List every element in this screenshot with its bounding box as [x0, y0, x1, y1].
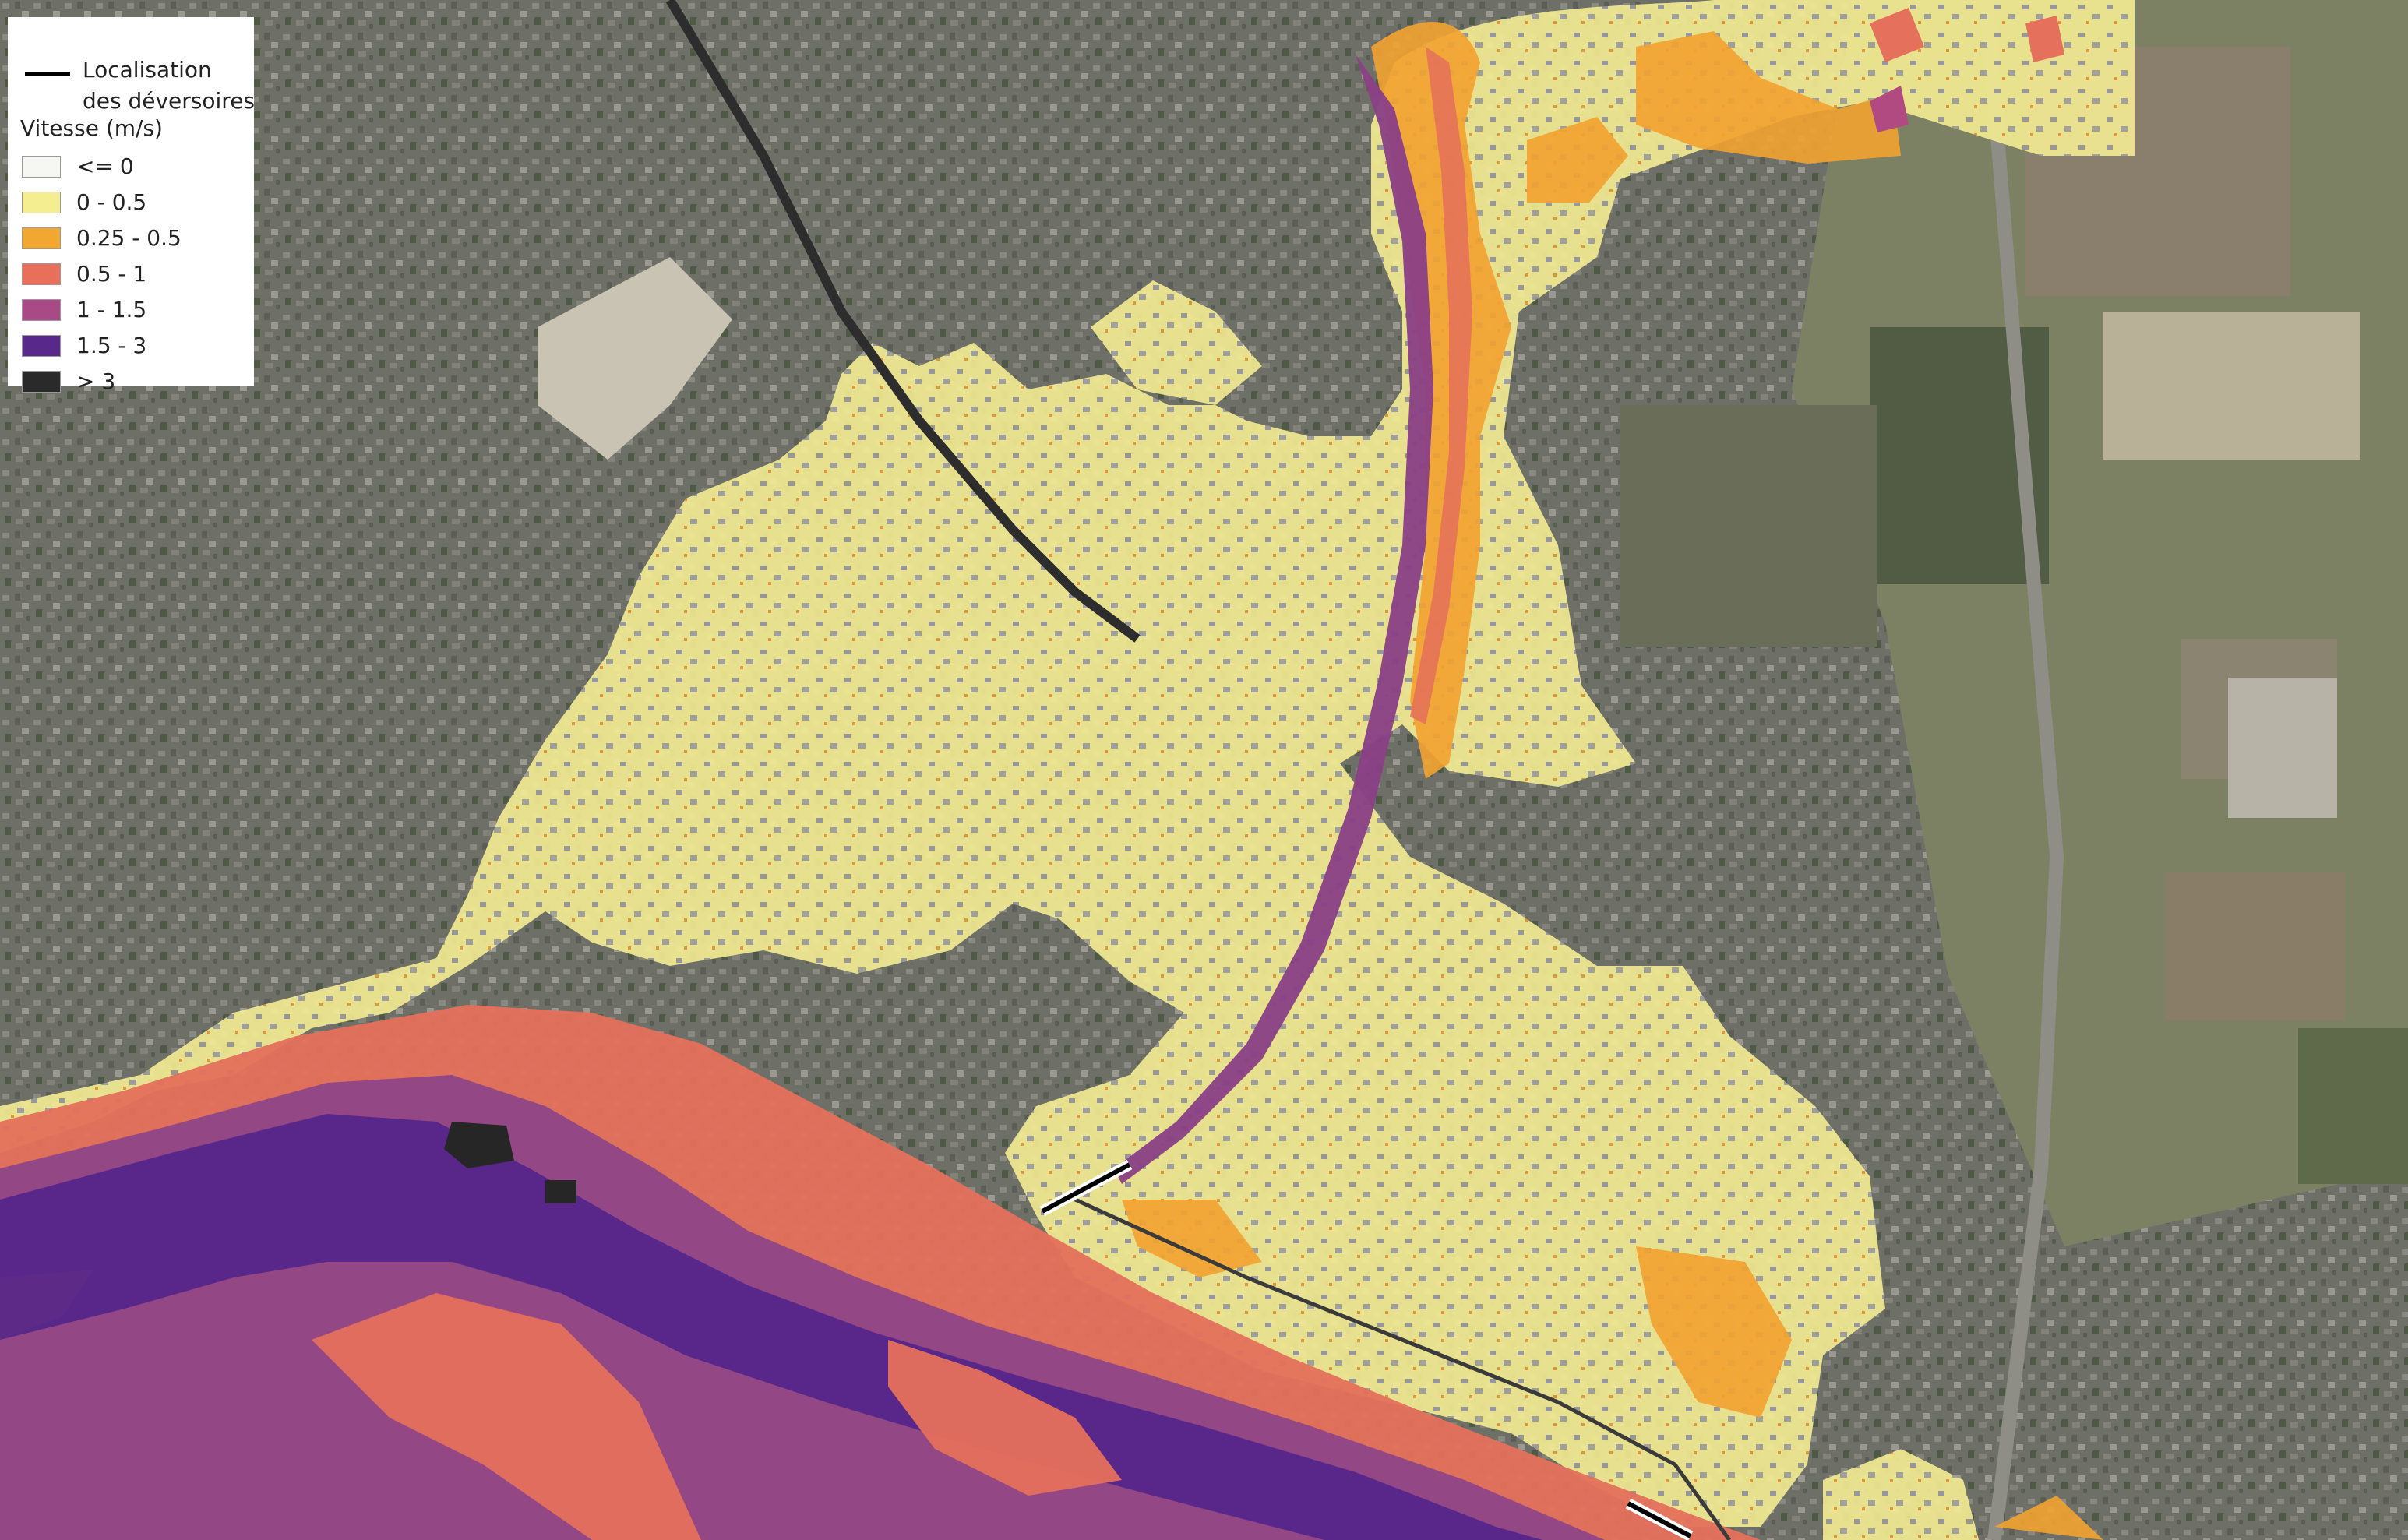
legend-class-label: > 3 [76, 368, 116, 394]
weir-line-symbol [25, 72, 70, 76]
legend-class: > 3 [20, 365, 254, 400]
railway-line [665, 0, 1141, 643]
legend-class: 0.5 - 1 [20, 257, 254, 293]
legend-class-label: <= 0 [76, 153, 134, 179]
legend-swatch [22, 371, 61, 393]
legend-class-label: 1.5 - 3 [76, 333, 147, 358]
legend-class-label: 1 - 1.5 [76, 297, 147, 322]
legend-weir-entry: Localisation des déversoires [20, 37, 255, 114]
legend-swatch [22, 335, 61, 357]
legend-swatch [22, 156, 61, 178]
legend-class: 0 - 0.5 [20, 185, 254, 221]
weir-legend-label: Localisation des déversoires [83, 55, 262, 117]
weir-label-line1: Localisation [83, 57, 212, 83]
farmland [1620, 0, 2408, 1246]
legend-swatch [22, 192, 61, 213]
legend-class-label: 0 - 0.5 [76, 189, 147, 215]
legend-swatch [22, 227, 61, 249]
weir-label-line2: des déversoires [83, 88, 256, 114]
weir-locations [1039, 1159, 1694, 1540]
legend-class: 0.25 - 0.5 [20, 221, 254, 257]
legend-swatch [22, 299, 61, 321]
legend-class: <= 0 [20, 150, 254, 185]
legend-swatch [22, 263, 61, 285]
road-embankment [1074, 1197, 1732, 1540]
legend-class-label: 0.25 - 0.5 [76, 225, 182, 251]
legend-class: 1.5 - 3 [20, 329, 254, 365]
river-loire [0, 1005, 1761, 1540]
legend-classes: <= 0 0 - 0.5 0.25 - 0.5 0.5 - 1 1 - 1.5 1.5 -… [20, 150, 254, 400]
legend-class-label: 0.5 - 1 [76, 261, 147, 287]
map-legend: Localisation des déversoires Vitesse (m/… [8, 17, 255, 394]
embankment-channel [1114, 55, 1433, 1184]
cemetery [538, 257, 732, 460]
motorway [1980, 0, 2064, 1540]
legend-class: 1 - 1.5 [20, 293, 254, 329]
legend-title: Vitesse (m/s) [20, 115, 163, 141]
